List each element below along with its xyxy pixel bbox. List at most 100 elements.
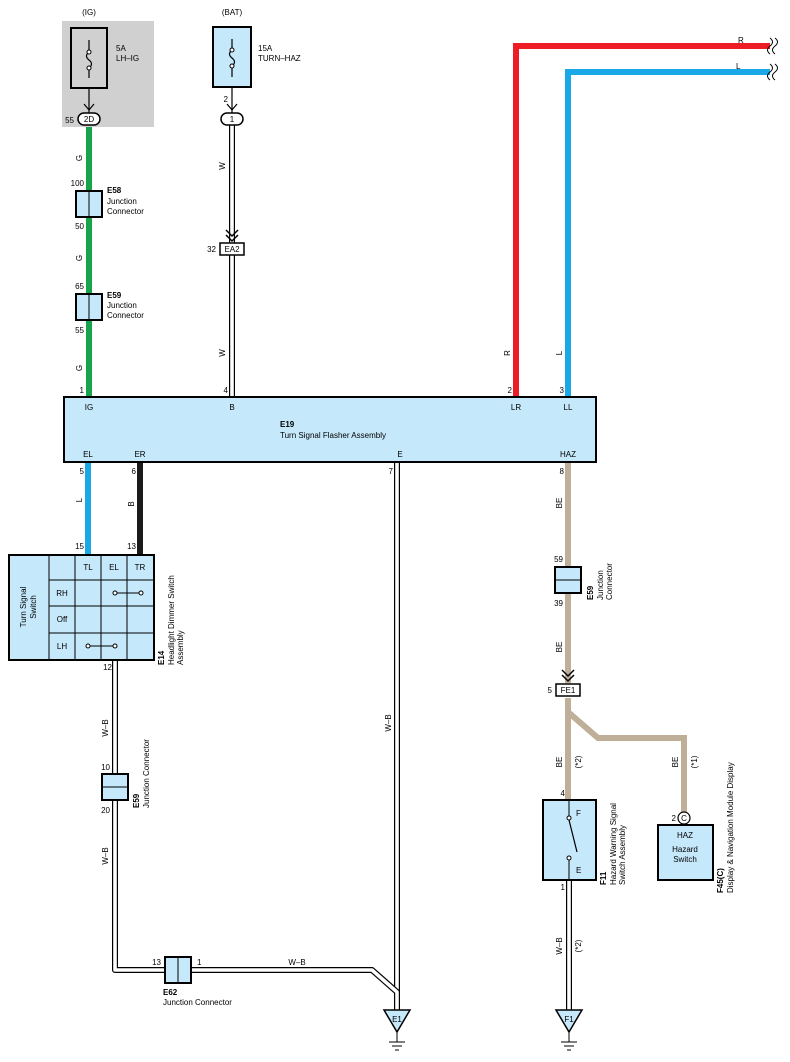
wire-label-g2: G [75, 255, 84, 261]
switch-col-tr: TR [135, 563, 146, 572]
e58-pin-top: 100 [71, 179, 85, 188]
wire-label-wb3: W–B [288, 958, 305, 967]
e59l-pin-top: 10 [101, 763, 110, 772]
ea2-name: EA2 [224, 245, 240, 254]
wire-blue-ll [565, 69, 770, 397]
flasher-term-er: ER [134, 450, 145, 459]
c2d-name: 2D [84, 115, 94, 124]
display-label1: HAZ [677, 831, 693, 840]
connector-ea2 [219, 242, 245, 256]
flasher-term-ll: LL [564, 403, 573, 412]
fuse-ig-name: LH–IG [116, 54, 139, 63]
ground-f1-label: F1 [564, 1015, 574, 1024]
hazard-name2: Switch Assembly [618, 825, 627, 885]
hazard-term-e: E [576, 866, 581, 875]
e59r-pin-bottom: 39 [554, 599, 563, 608]
wire-label-er: B [127, 501, 136, 506]
wire-label-w1: W [218, 162, 227, 170]
e59u-line2: Connector [107, 311, 144, 320]
flasher-term-b: B [229, 403, 234, 412]
hazard-name1: Hazard Warning Signal [609, 803, 618, 885]
wire-label-wb2: W–B [101, 847, 110, 864]
wire-label-el: L [75, 497, 84, 502]
switch-label1: Turn Signal [19, 586, 28, 627]
e62-id: E62 [163, 988, 178, 997]
flasher-e19 [63, 396, 597, 463]
e59r-id: E59 [586, 585, 595, 600]
e59r-line1: Junction [596, 570, 605, 600]
fe1-name: FE1 [561, 686, 576, 695]
flasher-term-haz: HAZ [560, 450, 576, 459]
flasher-pin-ll: 3 [560, 386, 565, 395]
wire-label-be3: BE [555, 757, 564, 768]
flasher-pin-haz: 8 [560, 467, 565, 476]
connector-2d [77, 112, 101, 126]
display-term: C [681, 814, 687, 823]
flasher-id: E19 [280, 420, 295, 429]
e59u-id: E59 [107, 291, 122, 300]
e59u-pin-top: 65 [75, 282, 84, 291]
switch-row-rh: RH [56, 589, 68, 598]
switch-row-lh: LH [57, 642, 67, 651]
e62-pin-left: 13 [152, 958, 161, 967]
display-label3: Switch [673, 855, 697, 864]
wire-wb-switch [112, 660, 400, 1010]
wire-label-wb5: W–B [555, 937, 564, 954]
e59u-line1: Junction [107, 301, 137, 310]
wire-note-be3: (*2) [574, 755, 583, 768]
flasher-pin-b: 4 [224, 386, 229, 395]
bat-label: (BAT) [222, 8, 243, 17]
fe1-pin: 5 [548, 686, 553, 695]
switch-label2: Switch [29, 595, 38, 619]
switch-col-tl: TL [83, 563, 93, 572]
e62-pin-right: 1 [197, 958, 202, 967]
flasher-name: Turn Signal Flasher Assembly [280, 431, 386, 440]
display-id-line: F45(C) [716, 868, 725, 893]
e59r-line2: Connector [605, 563, 614, 600]
ea2-pin: 32 [207, 245, 216, 254]
fuse-lh-ig [70, 27, 108, 89]
connector-1 [220, 112, 244, 126]
ea2-chevron-icon [225, 229, 239, 243]
fuse-turn-haz [212, 26, 252, 88]
wire-red-lr [513, 43, 770, 397]
e58-line1: Junction [107, 197, 137, 206]
incoming-l-label: L [736, 62, 741, 71]
wire-label-wb1: W–B [101, 719, 110, 736]
ground-e1 [382, 1009, 412, 1051]
hazard-pin-top: 4 [561, 789, 566, 798]
wire-label-be1: BE [555, 498, 564, 509]
wire-note-be4: (*1) [690, 755, 699, 768]
wire-label-r: R [503, 350, 512, 356]
flasher-pin-el: 5 [80, 467, 85, 476]
fuse-haz-rating: 15A [258, 44, 273, 53]
wire-label-wb4: W–B [384, 714, 393, 731]
switch-id: E14 [157, 650, 166, 665]
terminal-c-icon [677, 811, 691, 825]
hazard-term-f: F [576, 809, 581, 818]
switch-col-el: EL [109, 563, 119, 572]
display-variant: (C) [716, 868, 725, 879]
wire-break-mark-r [767, 37, 773, 55]
flasher-pin-lr: 2 [508, 386, 513, 395]
flasher-pin-er: 6 [132, 467, 137, 476]
e58-id: E58 [107, 186, 122, 195]
wire-label-g3: G [75, 365, 84, 371]
display-id: F45 [716, 879, 725, 893]
switch-row-off: Off [57, 615, 68, 624]
turn-signal-switch-e14 [8, 554, 155, 661]
wire-beige-haz [565, 462, 687, 815]
flasher-pin-e: 7 [389, 467, 394, 476]
fuse-ig-rating: 5A [116, 44, 126, 53]
fe1-chevron-icon [561, 669, 575, 683]
hazard-pin-bottom: 1 [561, 883, 566, 892]
flasher-term-ig: IG [85, 403, 93, 412]
e59l-pin-bottom: 20 [101, 806, 110, 815]
switch-name1: Headlight Dimmer Switch [167, 575, 176, 665]
flasher-term-lr: LR [511, 403, 521, 412]
ground-e1-label: E1 [392, 1015, 402, 1024]
e62-line: Junction Connector [163, 998, 232, 1007]
e59r-pin-top: 59 [554, 555, 563, 564]
switch-pin-tr: 13 [127, 542, 136, 551]
